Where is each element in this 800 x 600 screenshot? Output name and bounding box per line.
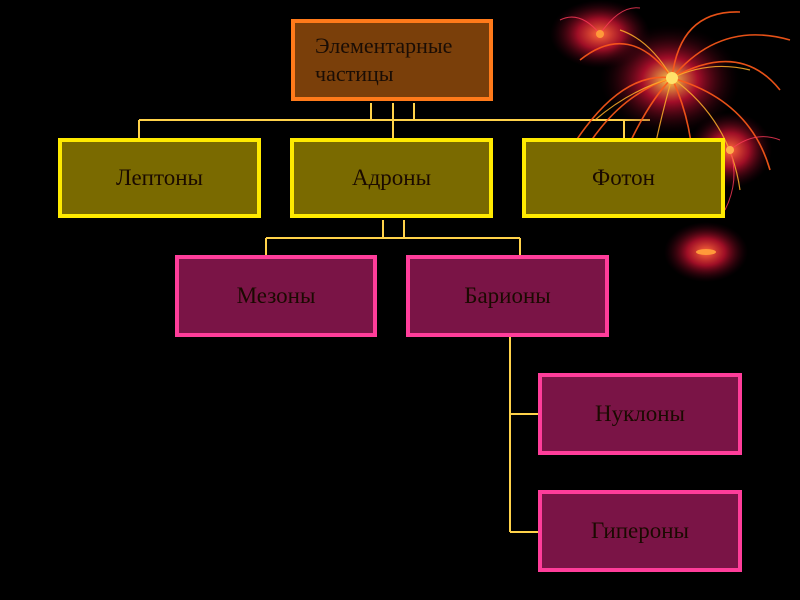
node-hyperons: Гипероны: [538, 490, 742, 572]
root-node-elementary-particles: Элементарные частицы: [291, 19, 493, 101]
node-hadrons-label: Адроны: [351, 165, 432, 190]
node-photon-label: Фотон: [592, 165, 655, 190]
node-photon: Фотон: [522, 138, 725, 218]
node-nucleons: Нуклоны: [538, 373, 742, 455]
node-nucleons-label: Нуклоны: [594, 401, 686, 426]
fireworks-icon: [550, 0, 791, 282]
root-label-line2: частицы: [315, 61, 394, 86]
node-mesons-label: Мезоны: [236, 283, 316, 308]
root-label-line1: Элементарные: [315, 33, 453, 58]
node-baryons-label: Барионы: [464, 283, 551, 308]
node-leptons: Лептоны: [58, 138, 261, 218]
node-hadrons: Адроны: [290, 138, 493, 218]
node-leptons-label: Лептоны: [116, 165, 203, 190]
node-mesons: Мезоны: [175, 255, 377, 337]
node-hyperons-label: Гипероны: [590, 518, 689, 543]
node-baryons: Барионы: [406, 255, 609, 337]
